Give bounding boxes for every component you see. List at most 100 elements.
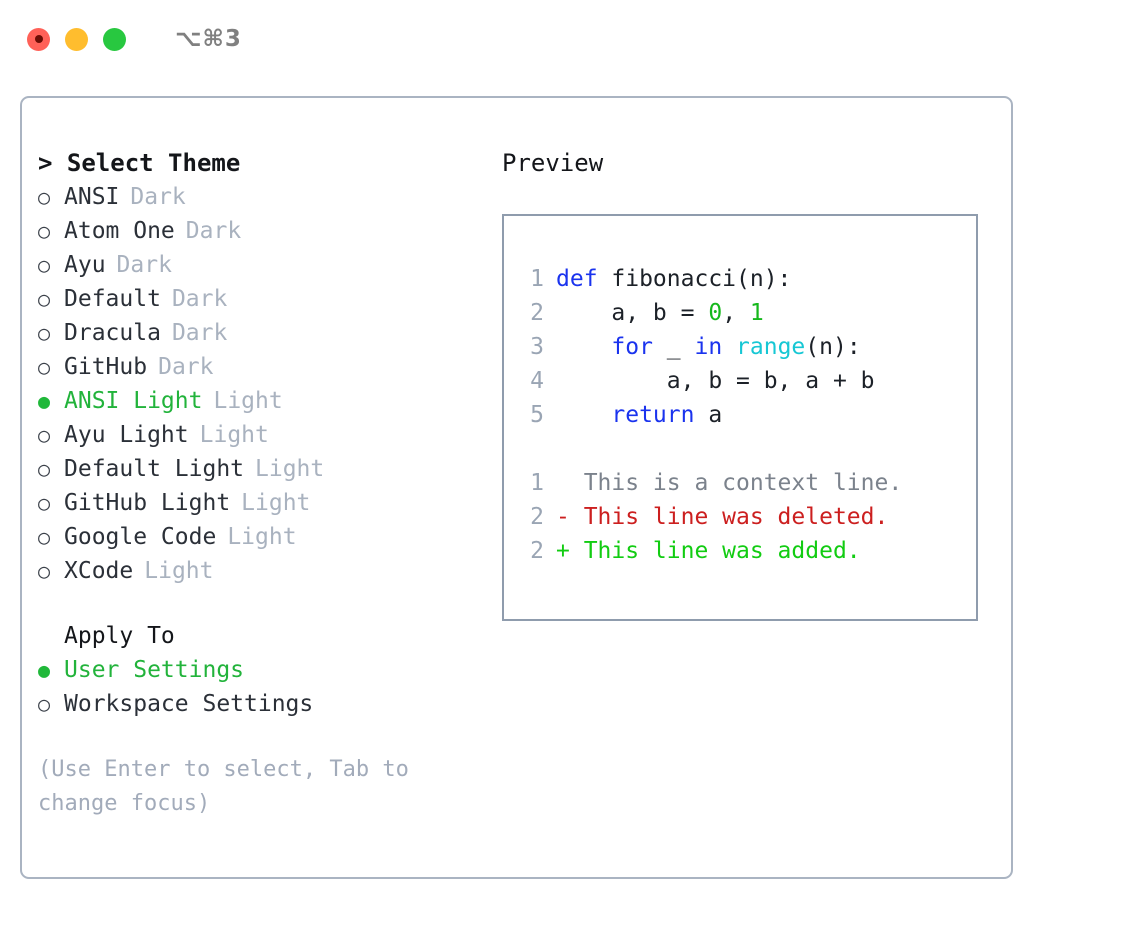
diff-line-content: This is a context line.: [556, 470, 903, 496]
theme-variant-badge: Dark: [130, 184, 186, 210]
theme-option-label: Ayu Light: [64, 422, 189, 448]
code-token: a: [694, 402, 723, 428]
theme-option[interactable]: ○ Atom One Dark: [38, 214, 488, 248]
theme-option-label: ANSI: [64, 184, 120, 210]
diff-line: 2 + This line was added.: [520, 534, 976, 568]
radio-unselected-icon: ○: [38, 287, 51, 311]
theme-option[interactable]: ○ XCode Light: [38, 554, 488, 588]
theme-option[interactable]: ○ GitHub Light Light: [38, 486, 488, 520]
theme-option-label: Google Code: [64, 524, 217, 550]
code-line-content: return a: [556, 398, 722, 432]
diff-sample: 1 This is a context line.2- This line wa…: [520, 466, 976, 568]
theme-option[interactable]: ○ Default Light Light: [38, 452, 488, 486]
code-token: [722, 334, 736, 360]
theme-option-label: ANSI Light: [64, 388, 203, 414]
theme-option[interactable]: ○ Google Code Light: [38, 520, 488, 554]
theme-option-label: Dracula: [64, 320, 161, 346]
line-number: 4: [530, 368, 544, 394]
radio-unselected-icon: ○: [38, 219, 51, 243]
apply-to-option-label: User Settings: [64, 657, 245, 683]
radio-unselected-icon: ○: [38, 692, 51, 716]
window-controls: [27, 27, 126, 51]
minimize-button[interactable]: [65, 27, 88, 51]
theme-option-label: GitHub Light: [64, 490, 231, 516]
code-token: (n):: [805, 334, 861, 360]
theme-option-label: Default: [64, 286, 161, 312]
line-number: 5: [530, 402, 544, 428]
keyboard-hint-text: (Use Enter to select, Tab to change focu…: [38, 757, 409, 816]
radio-unselected-icon: ○: [38, 491, 51, 515]
preview-heading: Preview: [502, 149, 604, 177]
code-line: 2 a, b = 0, 1: [520, 296, 976, 330]
theme-option-label: Atom One: [64, 218, 175, 244]
theme-variant-badge: Light: [241, 490, 311, 516]
code-token: a, b =: [556, 300, 709, 326]
radio-unselected-icon: ○: [38, 559, 51, 583]
diff-line: 2- This line was deleted.: [520, 500, 976, 534]
code-token: 1: [749, 300, 764, 326]
theme-option[interactable]: ○ Ayu Light Light: [38, 418, 488, 452]
theme-variant-badge: Dark: [185, 218, 242, 244]
code-line-content: a, b = b, a + b: [556, 364, 875, 398]
theme-variant-badge: Light: [213, 388, 283, 414]
radio-selected-icon: ●: [38, 658, 51, 682]
diff-line-content: - This line was deleted.: [556, 504, 889, 530]
theme-option-label: Default Light: [64, 456, 245, 482]
line-number: 2: [530, 300, 544, 326]
theme-variant-badge: Dark: [116, 252, 172, 278]
theme-option-label: XCode: [64, 558, 134, 584]
apply-to-option-label: Workspace Settings: [64, 691, 314, 717]
apply-to-option[interactable]: ● User Settings: [38, 653, 488, 687]
apply-to-option[interactable]: ○ Workspace Settings: [38, 687, 488, 721]
radio-unselected-icon: ○: [38, 525, 51, 549]
code-token: def: [556, 266, 612, 292]
theme-variant-badge: Light: [227, 524, 297, 550]
line-number: 2: [530, 538, 544, 564]
theme-variant-badge: Light: [144, 558, 214, 584]
theme-option[interactable]: ○ Default Dark: [38, 282, 488, 316]
code-line-content: def fibonacci(n):: [556, 262, 791, 296]
theme-option[interactable]: ○ Ayu Dark: [38, 248, 488, 282]
select-theme-heading: > Select Theme: [38, 149, 241, 177]
theme-variant-badge: Light: [255, 456, 325, 482]
close-button[interactable]: [27, 27, 50, 51]
code-token: [556, 402, 611, 428]
code-token: _: [652, 334, 695, 360]
radio-selected-icon: ●: [38, 389, 51, 413]
code-token: range: [736, 334, 806, 360]
code-token: fibonacci(n):: [611, 266, 792, 292]
radio-unselected-icon: ○: [38, 457, 51, 481]
theme-variant-badge: Dark: [171, 286, 228, 312]
theme-option[interactable]: ● ANSI Light Light: [38, 384, 488, 418]
code-line: 3 for _ in range(n):: [520, 330, 976, 364]
spacer: [38, 588, 488, 619]
radio-unselected-icon: ○: [38, 423, 51, 447]
apply-to-list[interactable]: ● User Settings ○ Workspace Settings: [38, 653, 488, 721]
line-number: 3: [530, 334, 544, 360]
code-line-content: a, b = 0, 1: [556, 296, 764, 330]
apply-to-label: Apply To: [64, 623, 175, 649]
maximize-button[interactable]: [103, 27, 126, 51]
theme-option-label: Ayu: [64, 252, 106, 278]
code-token: for: [611, 334, 653, 360]
titlebar: ⌥⌘3: [0, 0, 1140, 78]
diff-line: 1 This is a context line.: [520, 466, 976, 500]
code-token: in: [694, 334, 723, 360]
radio-unselected-icon: ○: [38, 253, 51, 277]
code-token: [556, 334, 611, 360]
theme-option-label: GitHub: [64, 354, 148, 380]
radio-unselected-icon: ○: [38, 321, 51, 345]
diff-line-content: + This line was added.: [556, 538, 861, 564]
theme-variant-badge: Light: [199, 422, 269, 448]
code-line: 5 return a: [520, 398, 976, 432]
